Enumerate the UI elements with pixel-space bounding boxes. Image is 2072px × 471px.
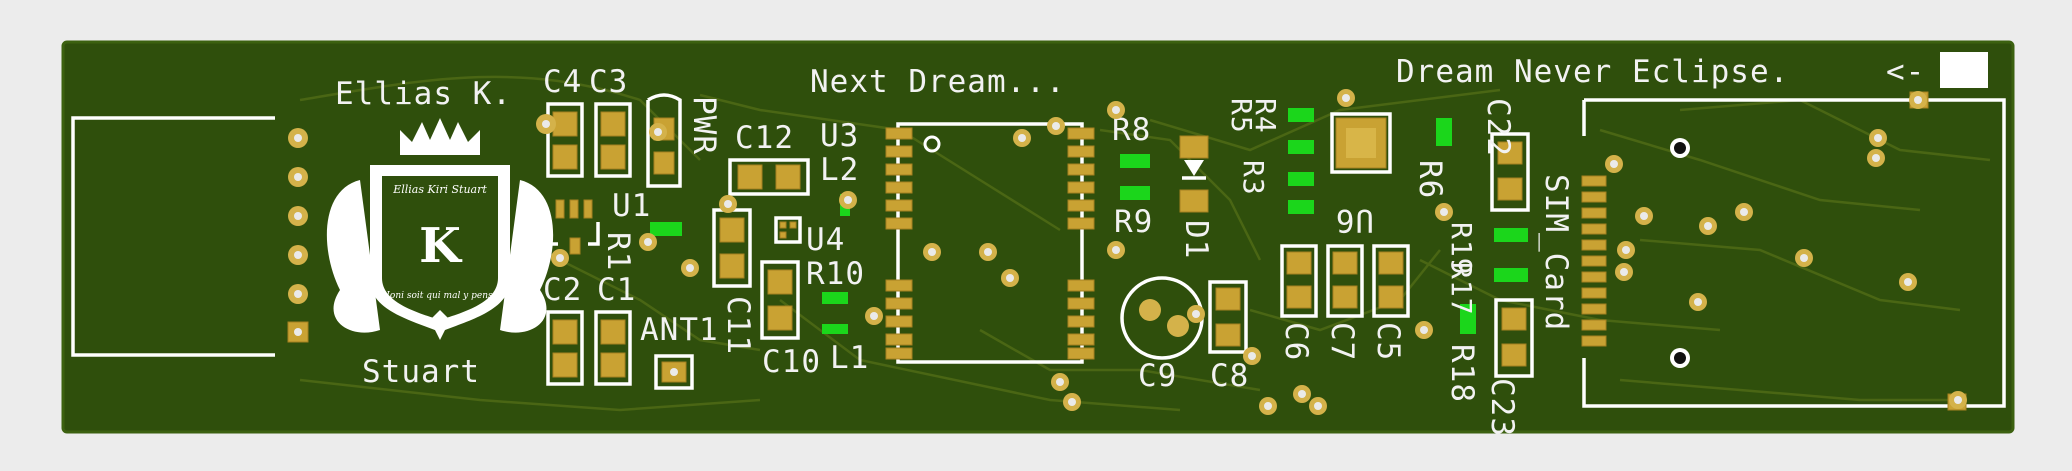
refdes-r9: R9 <box>1114 204 1153 240</box>
vias <box>536 89 1967 415</box>
crest-logo: Ellias Kiri Stuart K Honi soit qui mal y… <box>326 118 554 340</box>
arrow-mark: <- <box>1886 54 1925 90</box>
crest-name: Ellias Kiri Stuart <box>392 183 487 196</box>
pcb-board <box>61 40 2015 434</box>
u3-module-footprint <box>885 122 1095 364</box>
refdes-r1: R1 <box>600 232 636 271</box>
usb-pad <box>288 245 308 265</box>
inductor-l1 <box>822 324 848 334</box>
usb-pad <box>288 167 308 187</box>
title-next-dream: Next Dream... <box>810 64 1066 100</box>
card-notch-icon <box>1940 52 1988 88</box>
resistor-r1 <box>650 222 682 236</box>
title-dream-never-eclipse: Dream Never Eclipse. <box>1396 54 1789 90</box>
usb-pad <box>288 128 308 148</box>
usb-connector-pads <box>287 128 309 343</box>
refdes-c9: C9 <box>1138 358 1177 394</box>
crest-monogram: K <box>419 218 463 274</box>
refdes-r19: R19 <box>1445 222 1478 276</box>
refdes-r5: R5 <box>1225 98 1258 134</box>
refdes-ant1: ANT1 <box>640 312 719 348</box>
cap-c10-footprint <box>760 260 800 340</box>
refdes-c1: C1 <box>597 272 636 308</box>
refdes-c22: C22 <box>1480 98 1516 157</box>
refdes-c2: C2 <box>543 272 582 308</box>
refdes-u3: U3 <box>820 118 859 154</box>
refdes-u6: U6 <box>1335 202 1374 238</box>
refdes-c11: C11 <box>720 296 756 355</box>
name-stuart: Stuart <box>362 354 480 390</box>
cap-c22-footprint <box>1490 132 1530 212</box>
cap-c5-footprint <box>1372 244 1410 318</box>
diode-d1-footprint <box>1179 135 1209 213</box>
cap-c8-footprint <box>1208 280 1248 354</box>
refdes-r3: R3 <box>1237 160 1270 196</box>
antenna-ant1 <box>654 354 694 390</box>
sim-pads <box>1581 175 1607 347</box>
refdes-r10: R10 <box>806 256 865 292</box>
u3-left-pads <box>885 127 913 360</box>
refdes-c12: C12 <box>735 120 794 156</box>
title-ellias-k: Ellias K. <box>335 76 512 112</box>
usb-pad <box>288 284 308 304</box>
cap-c4-footprint <box>546 102 584 178</box>
refdes-c4: C4 <box>543 64 582 100</box>
resistor-r18 <box>1460 304 1476 334</box>
usb-pad-square <box>287 321 309 343</box>
resistor-r19 <box>1494 228 1528 242</box>
cap-c23-footprint <box>1494 298 1534 378</box>
u6-ic-footprint <box>1330 112 1392 174</box>
cap-c1-footprint <box>594 310 632 386</box>
resistor-r10 <box>822 292 848 304</box>
resistor-r9 <box>1120 186 1150 200</box>
refdes-d1: D1 <box>1178 220 1214 259</box>
crest-motto: Honi soit qui mal y pense <box>381 291 498 301</box>
cap-c6-footprint <box>1280 244 1318 318</box>
refdes-u4: U4 <box>806 222 845 258</box>
usb-pad <box>288 206 308 226</box>
resistor-r17 <box>1494 268 1528 282</box>
refdes-sim-card: SIM_Card <box>1538 174 1574 331</box>
refdes-c7: C7 <box>1324 322 1360 361</box>
cap-c3-footprint <box>594 102 632 178</box>
refdes-l1: L1 <box>830 340 869 376</box>
refdes-c6: C6 <box>1278 322 1314 361</box>
refdes-r17: R17 <box>1445 262 1478 316</box>
refdes-r4: R4 <box>1249 98 1282 134</box>
resistor-r5 <box>1288 108 1314 122</box>
refdes-c5: C5 <box>1370 322 1406 361</box>
resistor-r2 <box>1288 200 1314 214</box>
refdes-c23: C23 <box>1484 378 1520 437</box>
refdes-c3: C3 <box>589 64 628 100</box>
resistor-r8 <box>1120 154 1150 168</box>
refdes-c10: C10 <box>762 344 821 380</box>
u1-footprint <box>546 199 600 255</box>
resistor-r3 <box>1288 172 1314 186</box>
refdes-r18: R18 <box>1444 344 1480 403</box>
refdes-pwr: PWR <box>686 96 722 155</box>
resistor-r6 <box>1436 118 1452 146</box>
u3-right-pads <box>1067 127 1095 360</box>
refdes-u1: U1 <box>612 188 651 224</box>
refdes-l2: L2 <box>820 152 859 188</box>
refdes-c8: C8 <box>1210 358 1249 394</box>
cap-c11-footprint <box>712 208 752 288</box>
u4-footprint <box>774 216 802 244</box>
resistor-r4 <box>1288 140 1314 154</box>
usb-connector-outline <box>71 116 275 357</box>
cap-c7-footprint <box>1326 244 1364 318</box>
refdes-r6: R6 <box>1412 160 1448 199</box>
cap-c12-footprint <box>728 158 810 196</box>
cap-c2-footprint <box>546 310 584 386</box>
